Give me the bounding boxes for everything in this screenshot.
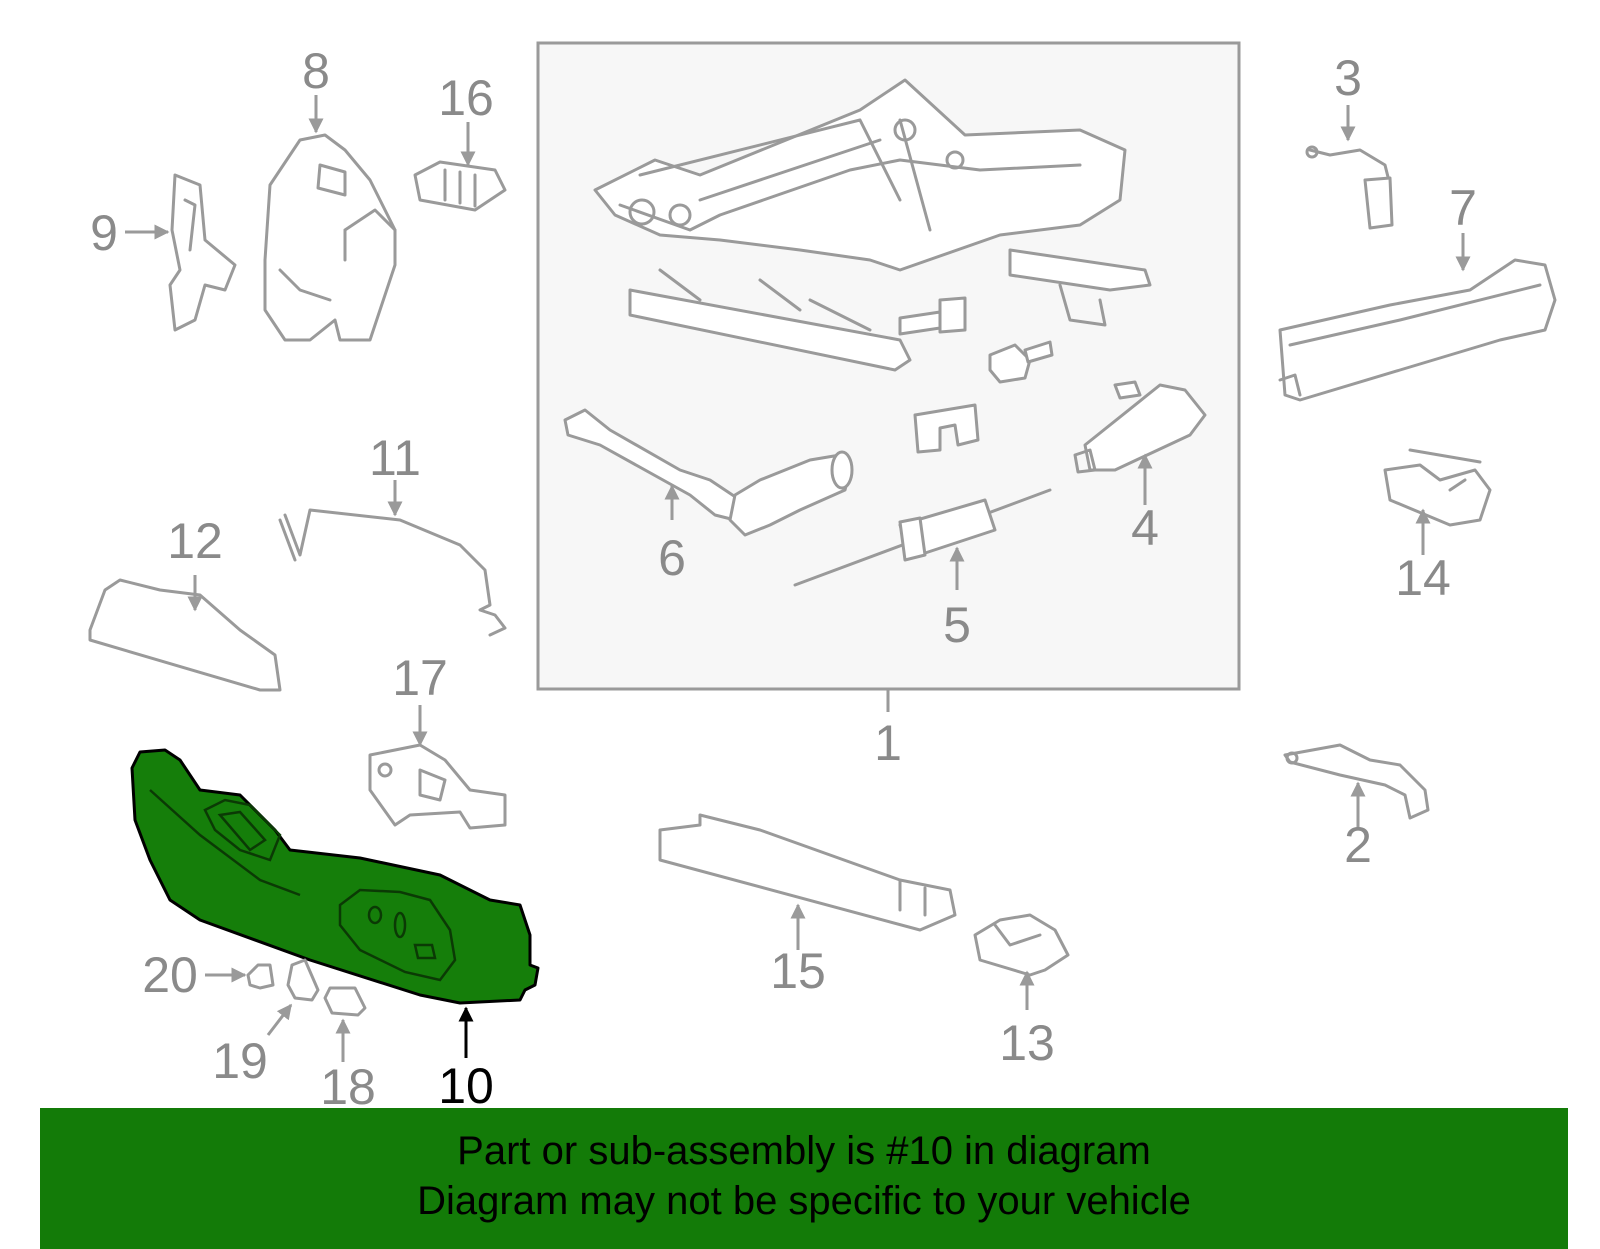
callout-12: 12 bbox=[167, 513, 223, 569]
part-20-knob bbox=[205, 963, 275, 990]
callout-2: 2 bbox=[1344, 817, 1372, 873]
part-8-cover bbox=[263, 95, 397, 342]
callout-1: 1 bbox=[874, 715, 902, 771]
part-7-trim bbox=[1278, 233, 1557, 402]
small-fasteners bbox=[898, 296, 1054, 454]
part-13-clip bbox=[973, 913, 1070, 1010]
part-11-wire bbox=[278, 480, 507, 637]
part-12-cover bbox=[88, 575, 282, 692]
callout-labels: 1 2 3 4 5 6 7 8 9 10 11 12 13 14 15 16 1… bbox=[90, 43, 1477, 1115]
part-16-clip bbox=[413, 122, 507, 212]
callout-15: 15 bbox=[770, 943, 826, 999]
part-3-bracket bbox=[1305, 105, 1394, 230]
banner-line-1: Part or sub-assembly is #10 in diagram bbox=[457, 1129, 1151, 1173]
callout-7: 7 bbox=[1449, 180, 1477, 236]
callout-6: 6 bbox=[658, 530, 686, 586]
part-5-rod bbox=[793, 488, 1052, 587]
callout-18: 18 bbox=[320, 1059, 376, 1115]
part-9-bracket bbox=[125, 173, 237, 332]
part-2-bracket bbox=[1283, 743, 1430, 830]
seat-frame bbox=[593, 78, 1152, 372]
callout-19: 19 bbox=[212, 1033, 268, 1089]
part-15-rail bbox=[658, 813, 957, 950]
callout-8: 8 bbox=[302, 43, 330, 99]
part-14-clip bbox=[1383, 448, 1492, 555]
part-4-motor bbox=[1073, 380, 1207, 474]
callout-4: 4 bbox=[1131, 500, 1159, 556]
callout-20: 20 bbox=[142, 947, 198, 1003]
part-17-bracket bbox=[368, 705, 507, 830]
part-19-switch bbox=[266, 958, 320, 1036]
callout-17: 17 bbox=[392, 650, 448, 706]
part-6-motor bbox=[563, 408, 854, 537]
banner-line-2: Diagram may not be specific to your vehi… bbox=[417, 1179, 1191, 1223]
callout-11: 11 bbox=[369, 430, 421, 486]
callout-9: 9 bbox=[90, 205, 118, 261]
callout-5: 5 bbox=[943, 597, 971, 653]
info-banner: Part or sub-assembly is #10 in diagram D… bbox=[40, 1108, 1568, 1249]
callout-14: 14 bbox=[1395, 550, 1451, 606]
callout-13: 13 bbox=[999, 1015, 1055, 1071]
callout-16: 16 bbox=[438, 70, 494, 126]
callout-3: 3 bbox=[1334, 50, 1362, 106]
part-18-switch bbox=[323, 986, 367, 1062]
callout-10: 10 bbox=[438, 1058, 494, 1114]
part-10-seat-shield bbox=[130, 748, 540, 1058]
